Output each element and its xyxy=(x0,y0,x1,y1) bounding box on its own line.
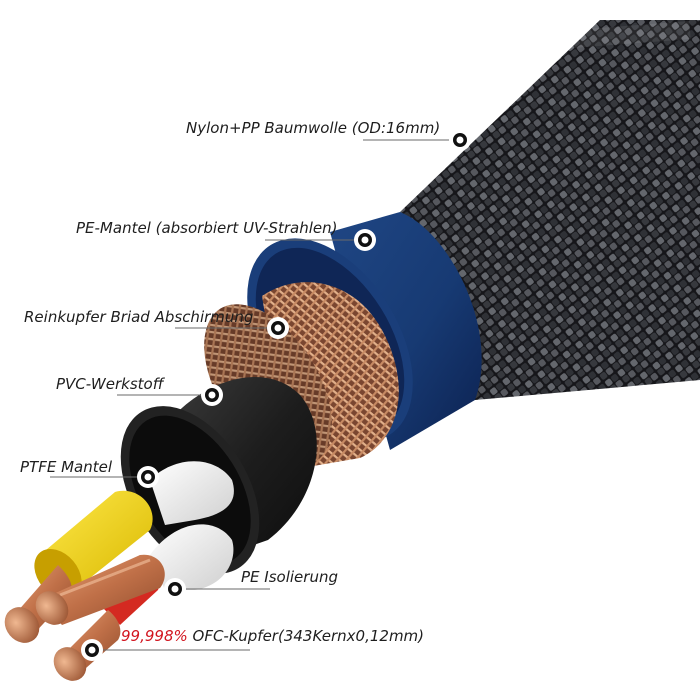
label-pe-insulation: PE Isolierung xyxy=(241,568,338,586)
callout-marker-icon xyxy=(81,639,103,661)
callout-lines xyxy=(50,139,460,651)
label-conductor-spec: OFC-Kupfer(343Kernx0,12mm) xyxy=(187,627,425,645)
label-conductor: 99,998% OFC-Kupfer(343Kernx0,12mm) xyxy=(121,627,424,645)
label-pvc: PVC-Werkstoff xyxy=(56,375,164,393)
label-pe-jacket: PE-Mantel (absorbiert UV-Strahlen) xyxy=(76,219,338,237)
label-braid: Nylon+PP Baumwolle (OD:16mm) xyxy=(186,119,441,137)
callout-marker-icon xyxy=(137,466,159,488)
label-copper-shield: Reinkupfer Briad Abschirmung xyxy=(24,308,254,326)
callout-marker-icon xyxy=(164,578,186,600)
callout-marker-icon xyxy=(354,229,376,251)
label-conductor-purity: 99,998% xyxy=(121,627,188,645)
callout-markers xyxy=(81,129,471,661)
copper-conductor xyxy=(35,554,165,625)
callout-marker-icon xyxy=(201,384,223,406)
callout-marker-icon xyxy=(449,129,471,151)
label-ptfe: PTFE Mantel xyxy=(20,458,112,476)
braided-sleeve xyxy=(400,20,700,400)
callout-marker-icon xyxy=(267,317,289,339)
white-insulation xyxy=(150,461,234,590)
